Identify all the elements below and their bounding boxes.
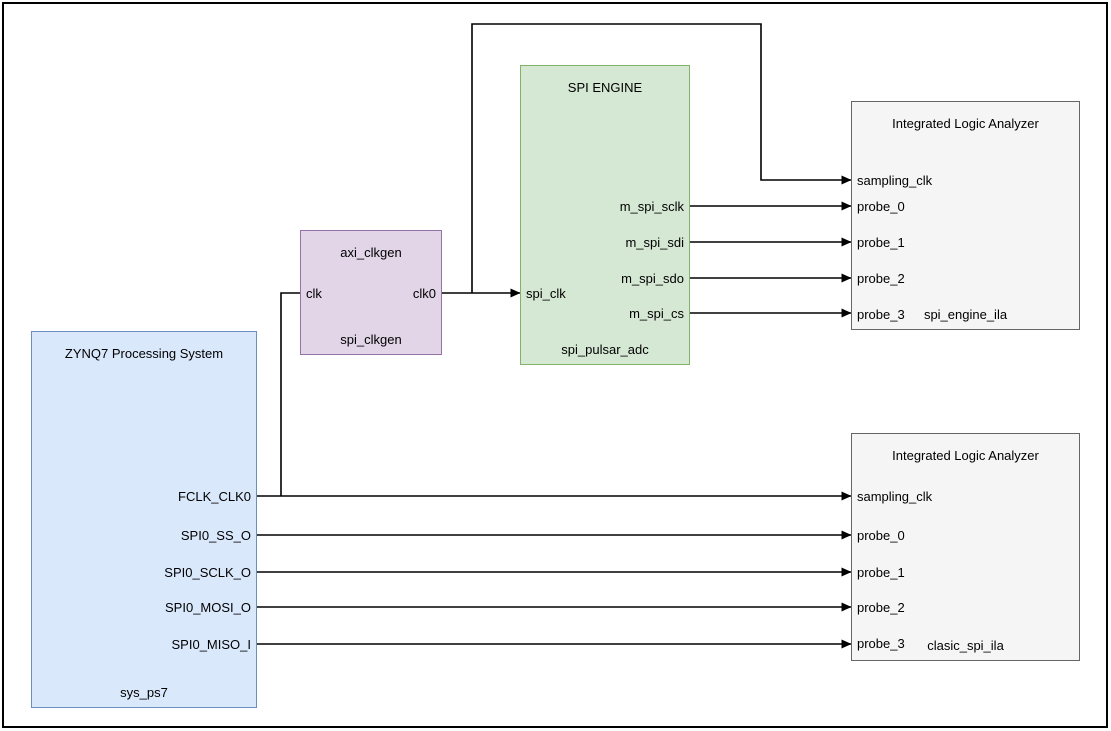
port-probe_2[interactable]: probe_2 (857, 271, 905, 286)
port-probe_0[interactable]: probe_0 (857, 199, 905, 214)
wire[interactable] (471, 23, 852, 293)
port-clk[interactable]: clk (306, 286, 322, 301)
port-m_spi_cs[interactable]: m_spi_cs (629, 306, 684, 321)
block-instance-label: sys_ps7 (120, 685, 168, 700)
port-m_spi_sclk[interactable]: m_spi_sclk (619, 199, 684, 214)
port-probe_1[interactable]: probe_1 (857, 235, 905, 250)
block-instance-label: clasic_spi_ila (927, 638, 1004, 653)
port-probe_0[interactable]: probe_0 (857, 528, 905, 543)
block-instance-label: spi_pulsar_adc (561, 342, 649, 357)
block-instance-label: spi_clkgen (340, 332, 402, 347)
block-spi_engine_ila[interactable]: Integrated Logic Analyzer spi_engine_ila s… (851, 101, 1080, 330)
port-clk0[interactable]: clk0 (412, 286, 436, 301)
block-spi_clkgen[interactable]: axi_clkgen spi_clkgen clk clk0 (300, 230, 442, 355)
block-title: SPI ENGINE (567, 80, 643, 95)
port-SPI0_MOSI_O[interactable]: SPI0_MOSI_O (165, 600, 251, 615)
block-title: axi_clkgen (340, 245, 402, 260)
block-title: Integrated Logic Analyzer (892, 116, 1039, 131)
block-title: Integrated Logic Analyzer (892, 448, 1039, 463)
port-probe_2[interactable]: probe_2 (857, 600, 905, 615)
port-SPI0_SS_O[interactable]: SPI0_SS_O (180, 528, 251, 543)
block-title: ZYNQ7 Processing System (64, 346, 224, 361)
block-spi_pulsar_adc[interactable]: SPI ENGINE spi_pulsar_adc spi_clk m_spi_scl… (520, 65, 690, 365)
port-m_spi_sdi[interactable]: m_spi_sdi (625, 235, 684, 250)
port-probe_3[interactable]: probe_3 (857, 636, 905, 651)
port-spi_clk[interactable]: spi_clk (526, 286, 566, 301)
port-FCLK_CLK0[interactable]: FCLK_CLK0 (178, 489, 251, 504)
port-SPI0_SCLK_O[interactable]: SPI0_SCLK_O (164, 565, 251, 580)
port-m_spi_sdo[interactable]: m_spi_sdo (621, 271, 684, 286)
port-probe_1[interactable]: probe_1 (857, 565, 905, 580)
port-sampling_clk[interactable]: sampling_clk (857, 489, 933, 504)
port-SPI0_MISO_I[interactable]: SPI0_MISO_I (171, 637, 251, 652)
block-instance-label: spi_engine_ila (923, 307, 1008, 322)
port-probe_3[interactable]: probe_3 (857, 307, 905, 322)
block-clasic_spi_ila[interactable]: Integrated Logic Analyzer clasic_spi_ila s… (851, 433, 1080, 661)
port-sampling_clk[interactable]: sampling_clk (857, 173, 933, 188)
wire[interactable] (280, 292, 300, 496)
